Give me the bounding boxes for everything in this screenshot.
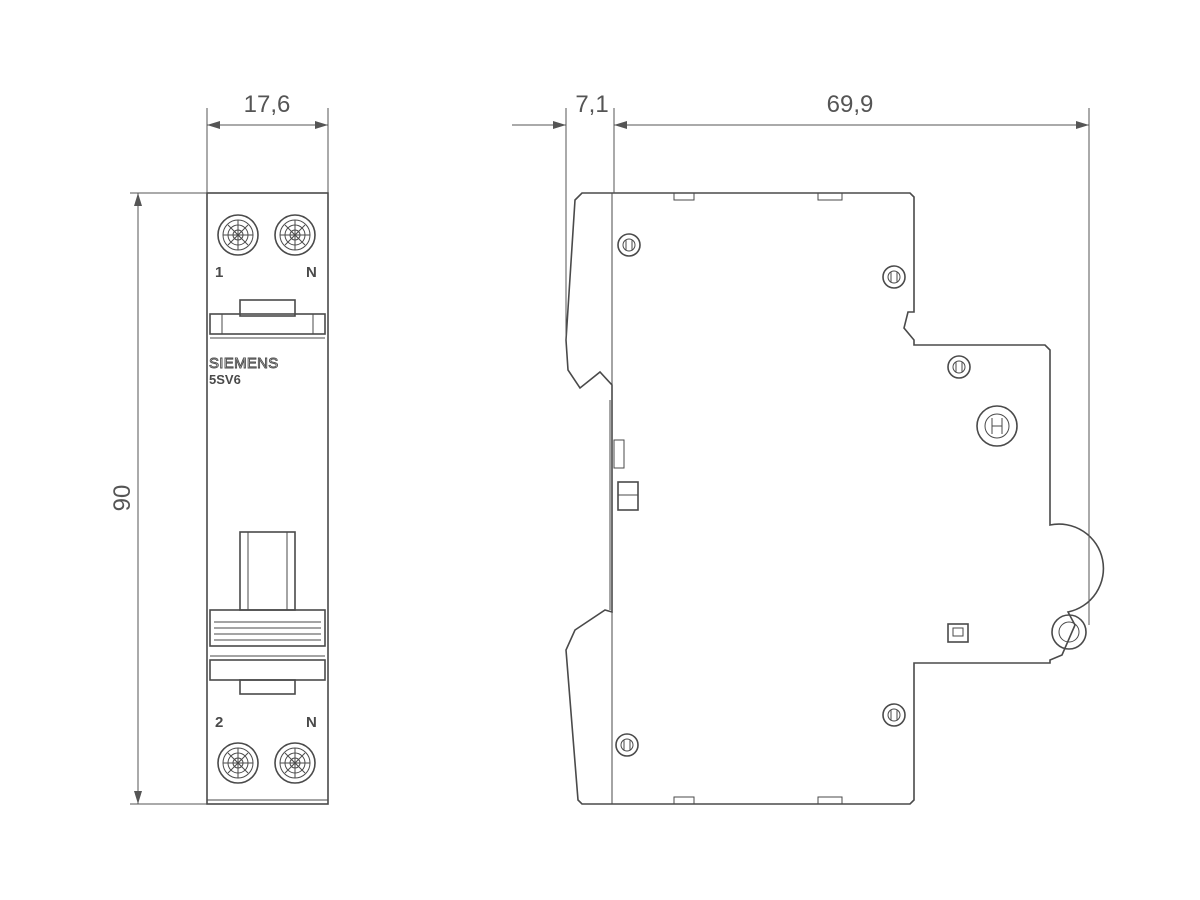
model-label: 5SV6 [209, 372, 241, 387]
test-button-nut-icon [1051, 614, 1087, 650]
side-screw-icon [882, 265, 906, 289]
top-terminal-n-screw-icon [274, 214, 316, 256]
side-latch [613, 439, 639, 511]
side-screw-icon [615, 733, 639, 757]
top-terminal-label-n: N [306, 264, 317, 281]
bottom-terminal-n-screw-icon [274, 742, 316, 784]
rivet-icon [976, 405, 1018, 447]
top-terminal-label-1: 1 [215, 264, 223, 281]
side-view [565, 192, 1105, 805]
front-view: 1 N SIEMENS 5SV6 [206, 192, 329, 805]
side-housing-outline [565, 192, 1105, 805]
front-housing-outline [206, 192, 329, 805]
top-din-clip [209, 299, 326, 339]
bottom-terminal-2-screw-icon [217, 742, 259, 784]
height-dimension: 90 [109, 192, 207, 805]
height-label: 90 [109, 485, 136, 512]
side-dimensions: 7,1 69,9 [512, 91, 1090, 625]
side-screw-icon [882, 703, 906, 727]
top-terminal-1-screw-icon [217, 214, 259, 256]
brand-logo: SIEMENS [209, 355, 279, 372]
depth-label: 69,9 [827, 91, 874, 118]
bottom-din-clip [209, 609, 326, 695]
side-catch [947, 623, 969, 643]
side-screw-icon [617, 233, 641, 257]
bottom-terminal-label-n: N [306, 714, 317, 731]
front-width-dimension: 17,6 [206, 91, 329, 193]
bottom-terminal-label-2: 2 [215, 714, 223, 731]
side-screw-icon [947, 355, 971, 379]
toggle-lever [239, 531, 296, 611]
front-width-label: 17,6 [244, 91, 291, 118]
mount-offset-label: 7,1 [575, 91, 608, 118]
